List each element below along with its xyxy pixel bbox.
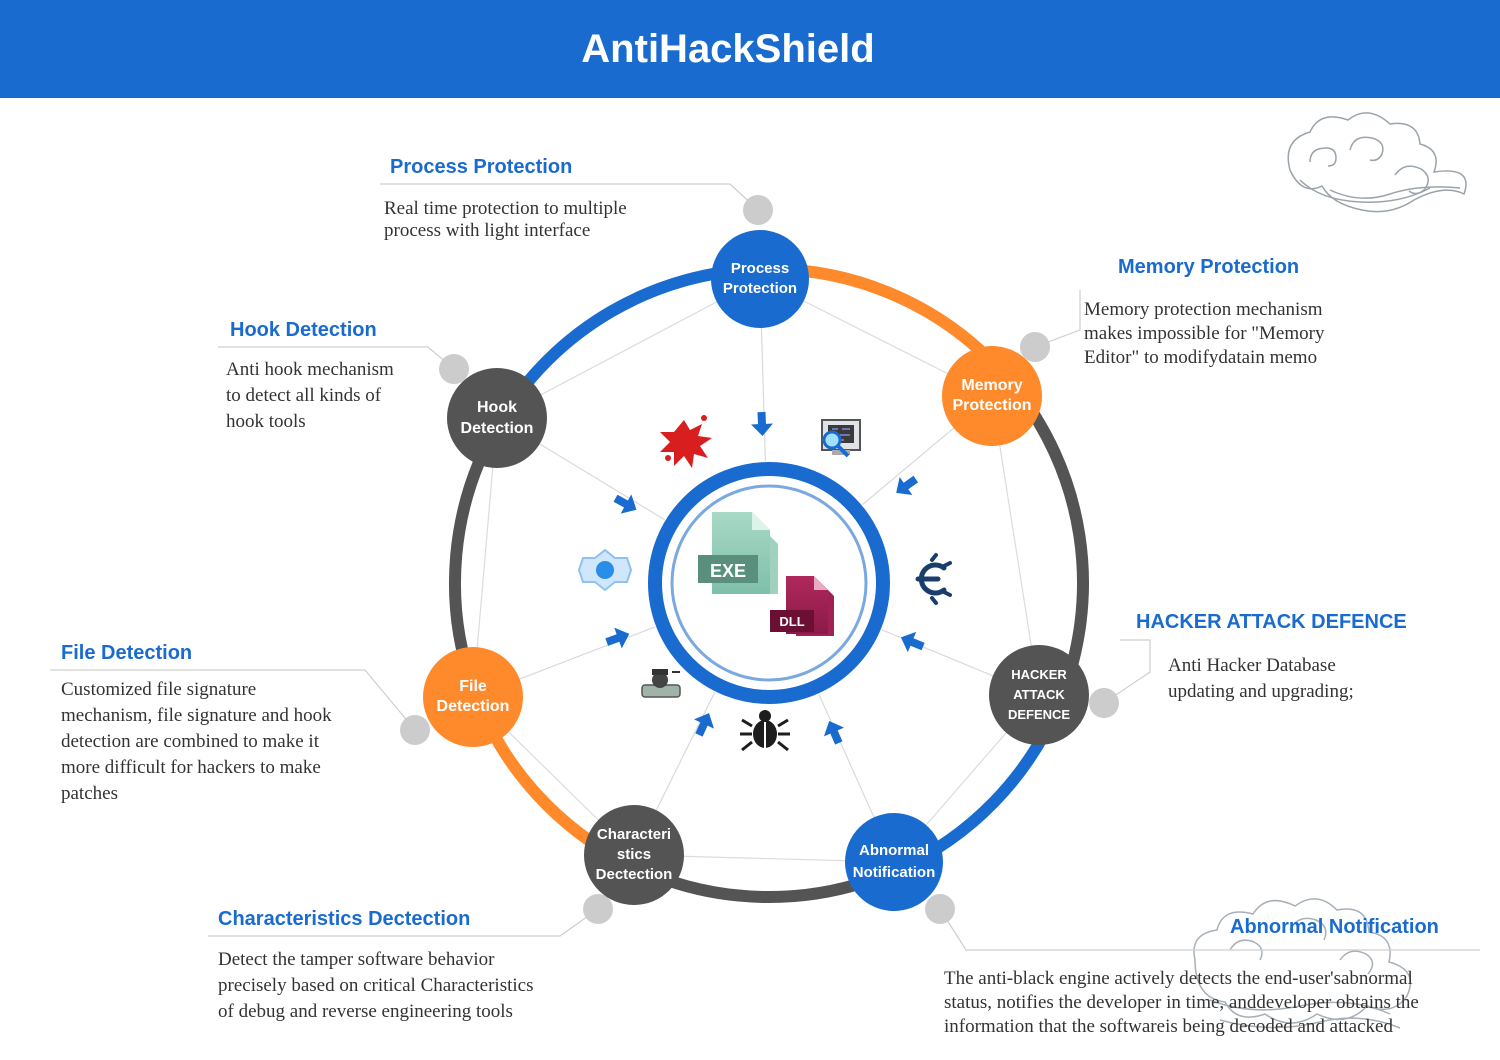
inward-arrow-icon — [751, 411, 773, 436]
bug-icon — [740, 710, 790, 752]
feature-desc-memory: Memory protection mechanism makes imposs… — [1084, 298, 1324, 370]
node-label-line: Protection — [722, 280, 798, 297]
desc-line: detection are combined to make it — [61, 731, 319, 752]
node-label-line: Notification — [852, 864, 936, 881]
feature-desc-characteristics: Detect the tamper software behavior prec… — [218, 947, 533, 1025]
feature-desc-abnormal: The anti-black engine actively detects t… — [944, 967, 1419, 1039]
desc-line: information that the softwareis being de… — [944, 1016, 1393, 1037]
feature-title-file: File Detection — [61, 642, 193, 664]
node-label-line: File — [459, 678, 487, 695]
desc-line: hook tools — [226, 411, 306, 432]
feature-title-hook: Hook Detection — [230, 319, 377, 341]
callout-dots — [400, 195, 1119, 924]
node-label-line: Hook — [477, 399, 517, 416]
desc-line: Anti hook mechanism — [226, 359, 394, 380]
feature-title-process: Process Protection — [390, 156, 573, 178]
cloud-ornament-top-icon — [1287, 112, 1467, 213]
node-label-line: Abnormal — [858, 842, 929, 859]
desc-line: Anti Hacker Database — [1168, 655, 1336, 676]
feature-title-abnormal: Abnormal Notification — [1230, 916, 1439, 938]
desc-line: mechanism, file signature and hook — [61, 705, 332, 726]
desc-line: Customized file signature — [61, 679, 257, 700]
node-label-line: HACKER — [1011, 667, 1067, 682]
cloud-ornament-bottom-icon — [1193, 898, 1412, 1029]
desc-line: Editor" to modifydatain memo — [1084, 347, 1318, 368]
node-label-line: stics — [616, 846, 652, 863]
inward-arrow-icon — [823, 721, 845, 745]
desc-line: more difficult for hackers to make — [61, 757, 321, 778]
node-label-line: Protection — [952, 397, 1032, 414]
feature-desc-hook: Anti hook mechanism to detect all kinds … — [226, 357, 394, 435]
cheat-engine-icon — [915, 553, 952, 605]
desc-line: process with light interface — [384, 220, 591, 241]
inward-arrow-icon — [900, 631, 925, 653]
exe-label: EXE — [710, 561, 746, 581]
inward-arrow-icon — [605, 627, 630, 649]
inward-arrow-icon — [613, 494, 637, 514]
feature-desc-file: Customized file signature mechanism, fil… — [61, 677, 332, 807]
node-label-line: ATTACK — [1013, 687, 1065, 702]
desc-line: Detect the tamper software behavior — [218, 949, 495, 970]
inward-arrows — [605, 411, 925, 745]
node-label-line: Memory — [961, 377, 1023, 394]
desc-line: patches — [61, 783, 118, 804]
dll-file-icon: DLL — [770, 576, 834, 636]
desc-line: status, notifies the developer in time, … — [944, 992, 1419, 1013]
feature-title-characteristics: Characteristics Dectection — [218, 908, 471, 930]
desc-line: to detect all kinds of — [226, 385, 382, 406]
inward-arrow-icon — [694, 713, 714, 737]
node-hacker-attack-defence[interactable]: HACKER ATTACK DEFENCE — [989, 645, 1089, 745]
desc-line: of debug and reverse engineering tools — [218, 1001, 513, 1022]
feature-title-hacker: HACKER ATTACK DEFENCE — [1136, 611, 1407, 633]
dll-label: DLL — [779, 614, 804, 629]
header-bar: AntiHackShield — [0, 0, 1500, 98]
node-label-line: Characteri — [596, 826, 672, 843]
node-label-line: Detection — [460, 420, 534, 437]
gear-ball-icon — [577, 548, 633, 592]
feature-title-memory: Memory Protection — [1118, 256, 1300, 278]
node-label-line: Dectection — [595, 866, 673, 883]
splat-icon — [660, 415, 712, 468]
page-title: AntiHackShield — [581, 27, 875, 71]
exe-file-icon: EXE — [698, 512, 778, 594]
node-label-line: DEFENCE — [1007, 707, 1071, 722]
feature-desc-hacker: Anti Hacker Database updating and upgrad… — [1168, 653, 1354, 705]
feature-desc-process: Real time protection to multiple process… — [384, 198, 627, 242]
node-label-line: Detection — [436, 698, 510, 715]
desc-line: The anti-black engine actively detects t… — [944, 968, 1413, 989]
node-label-line: Process — [730, 260, 790, 277]
desc-line: makes impossible for "Memory — [1084, 323, 1325, 344]
desc-line: precisely based on critical Characterist… — [218, 975, 534, 996]
spy-agent-icon — [641, 669, 681, 698]
monitor-scan-icon — [821, 419, 861, 458]
inward-arrow-icon — [896, 475, 919, 495]
desc-line: Real time protection to multiple — [384, 198, 627, 219]
desc-line: Memory protection mechanism — [1084, 299, 1323, 320]
desc-line: updating and upgrading; — [1168, 681, 1354, 702]
